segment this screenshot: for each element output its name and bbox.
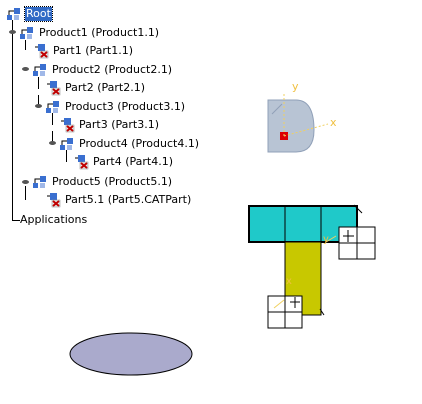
tree-branch-line <box>12 220 20 221</box>
tree-branch-line <box>52 131 53 143</box>
tree-node-product5[interactable]: Product5 (Product5.1) <box>32 174 173 190</box>
expand-toggle[interactable] <box>49 141 56 145</box>
product-icon <box>32 62 48 78</box>
tree-node-label: Product4 (Product4.1) <box>79 137 200 150</box>
tree-node-label: Part5.1 (Part5.CATPart) <box>65 193 192 206</box>
specification-tree: Root Product1 (Product1.1) Part1 (Part1.… <box>0 0 220 240</box>
tree-node-part5[interactable]: Part5.1 (Part5.CATPart) <box>45 192 192 208</box>
cyan-part[interactable] <box>248 204 363 243</box>
expand-toggle[interactable] <box>35 104 42 108</box>
tree-node-part1[interactable]: Part1 (Part1.1) <box>33 43 134 59</box>
tree-branch-line <box>66 150 67 162</box>
expand-toggle[interactable] <box>22 67 29 71</box>
tree-node-label: Product5 (Product5.1) <box>52 175 173 188</box>
cyan-part-graphic <box>248 204 363 243</box>
tree-branch-line <box>25 40 26 50</box>
tree-node-label: Part3 (Part3.1) <box>79 118 160 131</box>
part-axis-system <box>267 295 303 329</box>
expand-toggle[interactable] <box>22 180 29 184</box>
tree-branch-line <box>52 113 53 125</box>
compass[interactable]: y x <box>258 80 348 160</box>
expand-toggle[interactable] <box>9 30 16 34</box>
part-icon <box>33 43 49 59</box>
tree-node-root[interactable]: Root <box>6 6 53 22</box>
product-icon <box>45 99 61 115</box>
tree-node-label: Part4 (Part4.1) <box>93 155 174 168</box>
root-icon <box>6 6 22 22</box>
tree-branch-line <box>38 95 39 107</box>
tree-node-label: Part2 (Part2.1) <box>65 81 146 94</box>
part-icon <box>45 80 61 96</box>
part-icon <box>59 117 75 133</box>
tree-node-product4[interactable]: Product4 (Product4.1) <box>59 136 200 152</box>
part-axis-system <box>325 226 376 260</box>
compass-x-label: x <box>330 116 337 129</box>
tree-node-product1[interactable]: Product1 (Product1.1) <box>19 25 160 41</box>
product-icon <box>32 174 48 190</box>
tree-node-label: Product2 (Product2.1) <box>52 63 173 76</box>
product-icon <box>19 25 35 41</box>
tree-node-product2[interactable]: Product2 (Product2.1) <box>32 62 173 78</box>
tree-node-product3[interactable]: Product3 (Product3.1) <box>45 99 186 115</box>
tree-node-label: Product1 (Product1.1) <box>39 26 160 39</box>
tree-branch-line <box>38 77 39 89</box>
axis-x-label: x <box>286 276 292 287</box>
ellipse-part[interactable] <box>68 330 194 378</box>
product-icon <box>59 136 75 152</box>
compass-graphic <box>267 94 329 153</box>
part-icon <box>73 154 89 170</box>
tree-trunk-line <box>12 20 13 220</box>
tree-branch-line <box>25 186 26 200</box>
tree-node-applications[interactable]: Applications <box>16 212 88 228</box>
tree-node-part4[interactable]: Part4 (Part4.1) <box>73 154 174 170</box>
tree-node-part3[interactable]: Part3 (Part3.1) <box>59 117 160 133</box>
tree-node-label: Root <box>24 6 53 22</box>
tree-node-part2[interactable]: Part2 (Part2.1) <box>45 80 146 96</box>
part-icon <box>45 192 61 208</box>
tree-node-label: Part1 (Part1.1) <box>53 44 134 57</box>
axis-y-label: y <box>323 234 329 245</box>
tree-node-label: Applications <box>20 213 88 226</box>
compass-y-label: y <box>292 80 299 93</box>
tree-node-label: Product3 (Product3.1) <box>65 100 186 113</box>
